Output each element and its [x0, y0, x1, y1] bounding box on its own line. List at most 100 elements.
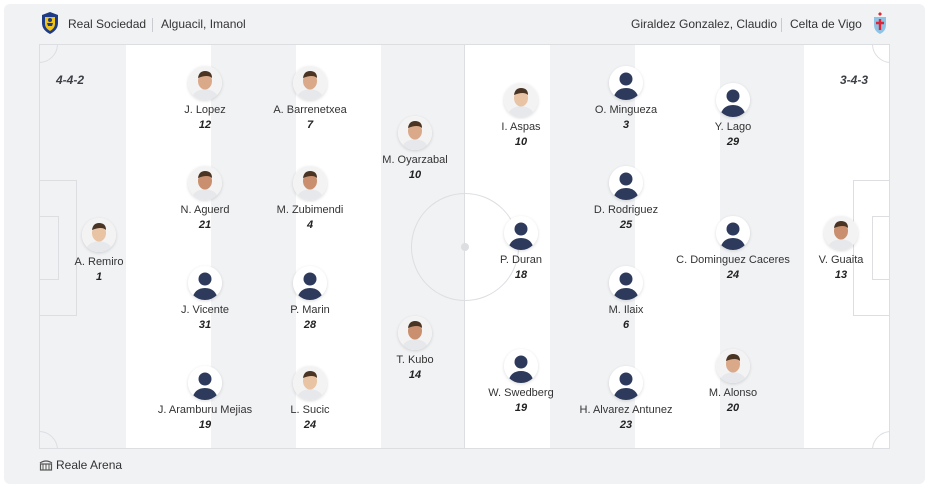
player-name: M. Alonso	[708, 387, 758, 399]
real-sociedad-crest-icon	[40, 11, 60, 39]
away-player[interactable]: H. Alvarez Antunez 23	[546, 366, 706, 431]
player-name: A. Barrenetxea	[273, 104, 347, 116]
away-player[interactable]: V. Guaita 13	[761, 216, 889, 281]
player-number: 24	[303, 419, 317, 431]
header-separator	[781, 18, 782, 32]
player-number: 10	[514, 136, 528, 148]
player-name: M. Ilaix	[608, 304, 644, 316]
away-formation: 3-4-3	[840, 73, 869, 87]
player-name: N. Aguerd	[180, 204, 230, 216]
away-player[interactable]: D. Rodriguez 25	[546, 166, 706, 231]
player-silhouette-icon	[716, 83, 750, 117]
player-number: 24	[726, 269, 740, 281]
player-name: P. Duran	[500, 254, 542, 266]
player-silhouette-icon	[188, 366, 222, 400]
player-photo	[293, 66, 327, 100]
home-player[interactable]: T. Kubo 14	[335, 316, 495, 381]
home-formation: 4-4-2	[56, 73, 85, 87]
player-photo	[398, 316, 432, 350]
lineup-card: Real Sociedad Alguacil, Imanol Giraldez …	[4, 4, 925, 484]
player-name: J. Aramburu Mejias	[157, 404, 253, 416]
player-silhouette-icon	[293, 266, 327, 300]
player-photo	[398, 116, 432, 150]
player-silhouette-icon	[609, 266, 643, 300]
player-name: Y. Lago	[714, 121, 752, 133]
home-player[interactable]: J. Lopez 12	[125, 66, 285, 131]
player-number: 10	[408, 169, 422, 181]
player-number: 3	[622, 119, 630, 131]
player-name: D. Rodriguez	[593, 204, 659, 216]
player-number: 13	[834, 269, 848, 281]
player-number: 21	[198, 219, 212, 231]
player-name: M. Zubimendi	[276, 204, 344, 216]
player-name: M. Oyarzabal	[382, 154, 448, 166]
lineup-header: Real Sociedad Alguacil, Imanol Giraldez …	[4, 10, 925, 38]
away-player[interactable]: M. Alonso 20	[653, 349, 813, 414]
player-silhouette-icon	[609, 366, 643, 400]
home-goal-area	[40, 216, 59, 280]
player-name: W. Swedberg	[488, 387, 554, 399]
player-photo	[504, 83, 538, 117]
player-silhouette-icon	[504, 349, 538, 383]
player-silhouette-icon	[188, 266, 222, 300]
home-coach-name: Alguacil, Imanol	[161, 17, 246, 31]
away-player[interactable]: P. Duran 18	[441, 216, 601, 281]
player-name: H. Alvarez Antunez	[579, 404, 673, 416]
player-photo	[824, 216, 858, 250]
away-player[interactable]: O. Mingueza 3	[546, 66, 706, 131]
player-name: J. Lopez	[184, 104, 226, 116]
player-photo	[82, 218, 116, 252]
home-player[interactable]: P. Marin 28	[230, 266, 390, 331]
center-spot	[461, 243, 469, 251]
player-name: O. Mingueza	[594, 104, 658, 116]
player-silhouette-icon	[504, 216, 538, 250]
header-separator	[152, 18, 153, 32]
player-name: P. Marin	[290, 304, 330, 316]
away-player[interactable]: C. Dominguez Caceres 24	[653, 216, 813, 281]
player-silhouette-icon	[716, 216, 750, 250]
player-number: 28	[303, 319, 317, 331]
stadium-name: Reale Arena	[56, 458, 123, 472]
player-photo	[293, 166, 327, 200]
player-number: 18	[514, 269, 528, 281]
away-player[interactable]: I. Aspas 10	[441, 83, 601, 148]
home-team-name[interactable]: Real Sociedad	[68, 17, 147, 31]
player-name: T. Kubo	[396, 354, 434, 366]
player-silhouette-icon	[609, 166, 643, 200]
player-name: V. Guaita	[818, 254, 864, 266]
player-number: 6	[622, 319, 630, 331]
home-player[interactable]: M. Zubimendi 4	[230, 166, 390, 231]
away-team-name[interactable]: Celta de Vigo	[790, 17, 862, 31]
home-player[interactable]: N. Aguerd 21	[125, 166, 285, 231]
player-number: 23	[619, 419, 633, 431]
player-number: 1	[95, 271, 103, 283]
stadium-icon	[39, 459, 53, 475]
away-player[interactable]: Y. Lago 29	[653, 83, 813, 148]
home-player[interactable]: M. Oyarzabal 10	[335, 116, 495, 181]
away-coach-name: Giraldez Gonzalez, Claudio	[631, 17, 778, 31]
celta-de-vigo-crest-icon	[872, 11, 888, 39]
player-name: I. Aspas	[501, 121, 541, 133]
home-player[interactable]: A. Barrenetxea 7	[230, 66, 390, 131]
player-number: 25	[619, 219, 633, 231]
home-player[interactable]: J. Aramburu Mejias 19	[125, 366, 285, 431]
player-number: 14	[408, 369, 422, 381]
player-photo	[188, 166, 222, 200]
player-name: C. Dominguez Caceres	[676, 254, 790, 266]
home-penalty-area	[40, 180, 77, 316]
player-number: 19	[198, 419, 212, 431]
player-number: 7	[306, 119, 314, 131]
away-player[interactable]: M. Ilaix 6	[546, 266, 706, 331]
player-number: 29	[726, 136, 740, 148]
player-photo	[716, 349, 750, 383]
player-number: 20	[726, 402, 740, 414]
player-name: J. Vicente	[180, 304, 230, 316]
player-number: 4	[306, 219, 314, 231]
away-goal-area	[872, 216, 889, 280]
player-number: 12	[198, 119, 212, 131]
